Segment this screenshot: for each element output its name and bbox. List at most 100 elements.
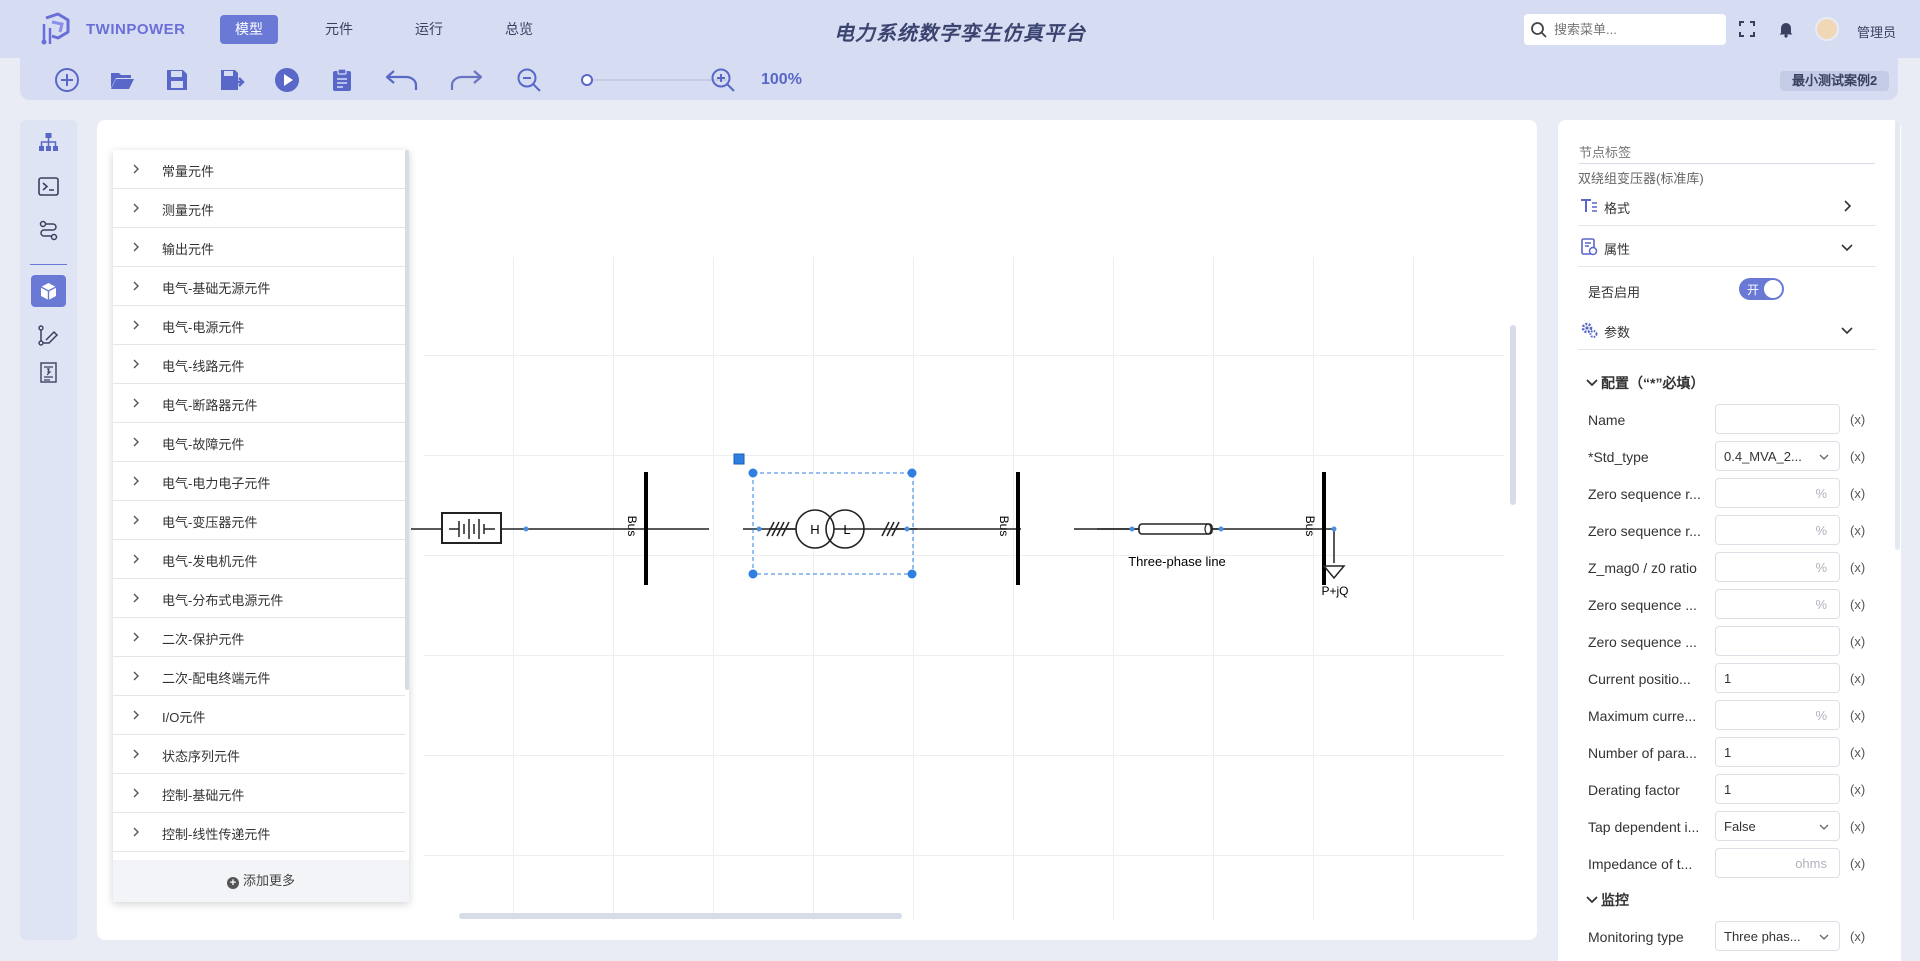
zoom-out-icon[interactable] xyxy=(516,67,542,93)
palette-item[interactable]: 常量元件 xyxy=(113,150,405,189)
case-name-badge[interactable]: 最小测试案例2 xyxy=(1780,71,1890,91)
rail-terminal[interactable] xyxy=(31,170,66,202)
bus-symbol[interactable] xyxy=(644,472,648,585)
expression-toggle[interactable]: (x) xyxy=(1850,745,1866,760)
redo-icon[interactable] xyxy=(448,67,484,93)
twinpower-logo[interactable] xyxy=(38,12,72,46)
add-icon[interactable] xyxy=(54,67,80,93)
canvas-horizontal-scrollbar[interactable] xyxy=(459,913,902,919)
param-input[interactable]: % xyxy=(1715,552,1840,582)
expression-toggle[interactable]: (x) xyxy=(1850,597,1866,612)
format-section[interactable]: 格式 xyxy=(1578,186,1876,226)
config-group-title[interactable]: 配置（“*”必填） xyxy=(1586,373,1704,393)
expression-toggle[interactable]: (x) xyxy=(1850,856,1866,871)
palette-item[interactable]: 控制-基础元件 xyxy=(113,774,405,813)
palette-item[interactable]: 控制-线性传递元件 xyxy=(113,813,405,852)
attributes-section[interactable]: 属性 xyxy=(1578,227,1876,267)
param-select[interactable]: 0.4_MVA_2... xyxy=(1715,441,1840,471)
user-name[interactable]: 管理员 xyxy=(1857,25,1897,40)
monitor-group-title[interactable]: 监控 xyxy=(1586,890,1629,910)
canvas-area[interactable]: Bus Bus Bus H L xyxy=(97,120,1537,940)
palette-item[interactable]: 电气-变压器元件 xyxy=(113,501,405,540)
palette-item[interactable]: 电气-故障元件 xyxy=(113,423,405,462)
expression-toggle[interactable]: (x) xyxy=(1850,671,1866,686)
circuit-diagram[interactable]: Bus Bus Bus H L xyxy=(97,120,1537,940)
three-phase-line-symbol[interactable] xyxy=(1074,523,1221,535)
search-box[interactable] xyxy=(1524,14,1726,45)
param-input[interactable]: % xyxy=(1715,515,1840,545)
palette-item[interactable]: 电气-电源元件 xyxy=(113,306,405,345)
palette-scrollbar[interactable] xyxy=(405,150,409,690)
param-input[interactable] xyxy=(1715,404,1840,434)
nav-overview[interactable]: 总览 xyxy=(505,21,533,37)
nav-components[interactable]: 元件 xyxy=(325,21,353,37)
nav-model[interactable]: 模型 xyxy=(220,15,278,44)
properties-scrollbar[interactable] xyxy=(1895,120,1900,550)
expression-toggle[interactable]: (x) xyxy=(1850,486,1866,501)
palette-item[interactable]: 二次-配电终端元件 xyxy=(113,657,405,696)
param-input[interactable]: 1 xyxy=(1715,737,1840,767)
search-input[interactable] xyxy=(1554,18,1714,40)
rail-draw[interactable] xyxy=(31,319,66,351)
dc-source-symbol[interactable] xyxy=(441,512,502,544)
run-icon[interactable] xyxy=(274,67,300,93)
fullscreen-icon[interactable] xyxy=(1738,20,1756,38)
transformer-symbol[interactable] xyxy=(766,509,917,549)
palette-item[interactable]: 电气-线路元件 xyxy=(113,345,405,384)
palette-item[interactable]: 状态序列元件 xyxy=(113,735,405,774)
param-input[interactable]: % xyxy=(1715,589,1840,619)
palette-item[interactable]: 电气-分布式电源元件 xyxy=(113,579,405,618)
bus-label: Bus xyxy=(1303,516,1317,537)
selection-box[interactable] xyxy=(733,453,917,579)
expression-toggle[interactable]: (x) xyxy=(1850,523,1866,538)
palette-item[interactable]: 电气-断路器元件 xyxy=(113,384,405,423)
canvas-vertical-scrollbar[interactable] xyxy=(1510,325,1516,505)
palette-item[interactable]: I/O元件 xyxy=(113,696,405,735)
expression-toggle[interactable]: (x) xyxy=(1850,634,1866,649)
clipboard-icon[interactable] xyxy=(329,67,355,93)
zoom-in-icon[interactable] xyxy=(710,67,736,93)
palette-item[interactable]: 电气-电力电子元件 xyxy=(113,462,405,501)
load-symbol[interactable] xyxy=(1322,565,1346,580)
expression-toggle[interactable]: (x) xyxy=(1850,782,1866,797)
bus-symbol[interactable] xyxy=(1322,472,1326,585)
expression-toggle[interactable]: (x) xyxy=(1850,708,1866,723)
node-label-input[interactable] xyxy=(1579,142,1875,164)
rail-report[interactable] xyxy=(31,356,66,388)
save-icon[interactable] xyxy=(164,67,190,93)
expression-toggle[interactable]: (x) xyxy=(1850,929,1866,944)
param-select[interactable]: False xyxy=(1715,811,1840,841)
params-section[interactable]: 参数 xyxy=(1578,310,1876,350)
rail-route[interactable] xyxy=(31,214,66,246)
enabled-toggle[interactable]: 开 xyxy=(1739,278,1784,300)
param-input[interactable]: % xyxy=(1715,700,1840,730)
param-input[interactable]: 1 xyxy=(1715,774,1840,804)
expression-toggle[interactable]: (x) xyxy=(1850,449,1866,464)
param-input[interactable]: ohms xyxy=(1715,848,1840,878)
bell-icon[interactable] xyxy=(1777,20,1795,38)
open-folder-icon[interactable] xyxy=(109,67,135,93)
zoom-slider-track[interactable] xyxy=(587,79,727,81)
add-more-button[interactable]: +添加更多 xyxy=(113,860,409,902)
bus-symbol[interactable] xyxy=(1016,472,1020,585)
expression-toggle[interactable]: (x) xyxy=(1850,560,1866,575)
undo-icon[interactable] xyxy=(384,67,420,93)
terminal-icon xyxy=(38,177,59,196)
zoom-slider-handle[interactable] xyxy=(581,74,593,86)
rail-components[interactable] xyxy=(31,275,66,307)
expression-toggle[interactable]: (x) xyxy=(1850,412,1866,427)
palette-item[interactable]: 二次-保护元件 xyxy=(113,618,405,657)
palette-item[interactable]: 测量元件 xyxy=(113,189,405,228)
param-input[interactable]: % xyxy=(1715,478,1840,508)
palette-item[interactable]: 输出元件 xyxy=(113,228,405,267)
param-select[interactable]: Three phas... xyxy=(1715,921,1840,951)
palette-item[interactable]: 电气-发电机元件 xyxy=(113,540,405,579)
param-input[interactable] xyxy=(1715,626,1840,656)
rail-hierarchy[interactable] xyxy=(31,126,66,158)
nav-run[interactable]: 运行 xyxy=(415,21,443,37)
expression-toggle[interactable]: (x) xyxy=(1850,819,1866,834)
palette-item[interactable]: 电气-基础无源元件 xyxy=(113,267,405,306)
param-input[interactable]: 1 xyxy=(1715,663,1840,693)
save-as-icon[interactable] xyxy=(219,67,245,93)
user-avatar[interactable] xyxy=(1815,17,1839,41)
